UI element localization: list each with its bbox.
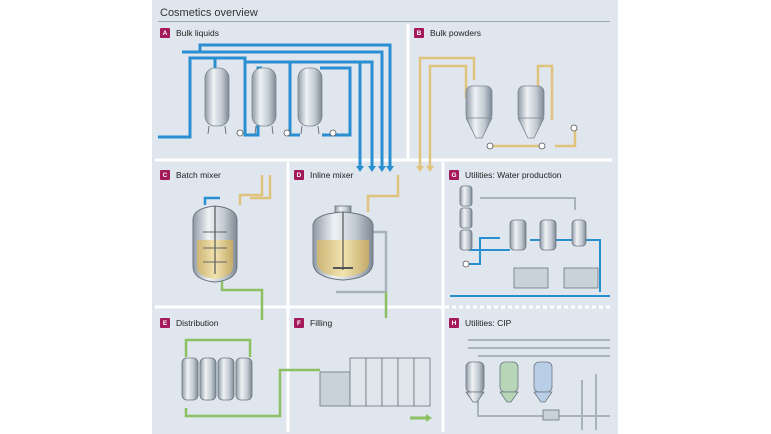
powder-silos (465, 85, 578, 150)
distribution-tanks (181, 357, 253, 401)
section-batch-mixer: C Batch mixer (160, 170, 221, 180)
section-badge-h: H (449, 318, 459, 328)
distribution-pipes (184, 338, 320, 418)
page-title: Cosmetics overview (160, 7, 258, 19)
section-badge-d: D (294, 170, 304, 180)
section-label-filling: Filling (310, 318, 333, 328)
cip-tanks (465, 361, 560, 421)
title-divider (158, 21, 610, 22)
section-bulk-liquids: A Bulk liquids (160, 28, 219, 38)
inline-mixer-vessel (312, 205, 374, 281)
section-label-bulk-liquids: Bulk liquids (176, 28, 219, 38)
section-badge-e: E (160, 318, 170, 328)
bulk-liquids-pipes (158, 43, 392, 170)
section-filling: F Filling (294, 318, 332, 328)
section-badge-f: F (294, 318, 304, 328)
inline-mixer-pipes (336, 175, 400, 318)
section-badge-g: G (449, 170, 459, 180)
section-label-inline-mixer: Inline mixer (310, 170, 354, 180)
section-label-cip: Utilities: CIP (465, 318, 512, 328)
batch-mixer-vessel (192, 205, 238, 283)
section-distribution: E Distribution (160, 318, 219, 328)
liquid-storage-tanks (204, 67, 337, 137)
filling-line (319, 357, 432, 422)
section-water-production: G Utilities: Water production (449, 170, 562, 180)
section-badge-c: C (160, 170, 170, 180)
water-production-equipment (459, 185, 599, 289)
bulk-liquids-arrowheads (356, 166, 394, 172)
section-badge-a: A (160, 28, 170, 38)
powder-silo-2 (517, 85, 546, 150)
section-label-bulk-powders: Bulk powders (430, 28, 482, 38)
section-label-distribution: Distribution (176, 318, 219, 328)
section-badge-b: B (414, 28, 424, 38)
bulk-powders-arrowheads (416, 166, 434, 172)
section-label-batch-mixer: Batch mixer (176, 170, 221, 180)
bulk-powders-pipes (418, 56, 577, 170)
section-bulk-powders: B Bulk powders (414, 28, 481, 38)
liquid-tank-1 (204, 67, 244, 137)
liquid-tank-2 (251, 67, 291, 137)
section-label-water-production: Utilities: Water production (465, 170, 562, 180)
section-cip: H Utilities: CIP (449, 318, 511, 328)
section-inline-mixer: D Inline mixer (294, 170, 353, 180)
batch-mixer-pipes (203, 175, 272, 320)
liquid-tank-3 (297, 67, 337, 137)
powder-silo-1 (465, 85, 494, 150)
